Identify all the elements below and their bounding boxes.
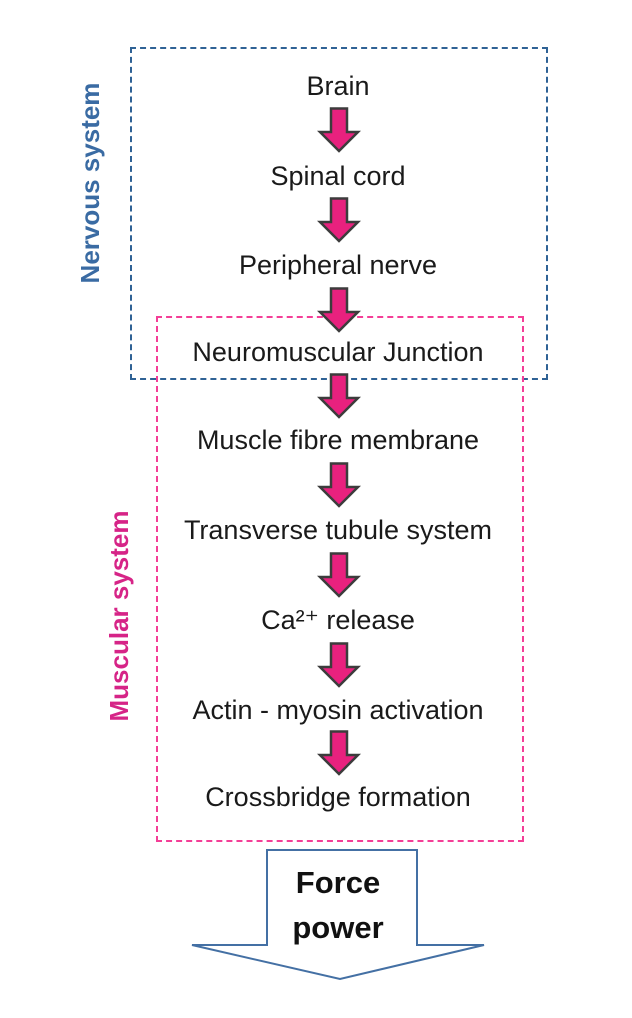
down-arrow-icon xyxy=(317,462,361,508)
power-line: power xyxy=(292,910,384,945)
down-arrow-icon xyxy=(317,107,361,153)
down-arrow-icon xyxy=(317,287,361,333)
flow-node-brain: Brain xyxy=(306,71,370,101)
flow-node-spinal-cord: Spinal cord xyxy=(270,161,406,191)
down-arrow-icon xyxy=(317,373,361,419)
force-line: Force xyxy=(295,865,381,900)
flow-node-actin-myosin: Actin - myosin activation xyxy=(192,695,484,725)
force-power-arrow-icon xyxy=(190,848,486,984)
flow-node-ca-release: Ca²⁺ release xyxy=(261,605,415,635)
flow-node-muscle-fibre-membrane: Muscle fibre membrane xyxy=(196,425,480,455)
force-power-label: Force power xyxy=(190,860,486,950)
down-arrow-icon xyxy=(317,552,361,598)
flow-node-transverse-tubule: Transverse tubule system xyxy=(183,515,493,545)
flow-node-crossbridge: Crossbridge formation xyxy=(205,782,471,812)
flow-node-peripheral-nerve: Peripheral nerve xyxy=(238,250,438,280)
down-arrow-icon xyxy=(317,197,361,243)
nervous-system-label: Nervous system xyxy=(75,82,105,284)
down-arrow-icon xyxy=(317,642,361,688)
flow-node-neuromuscular-junction: Neuromuscular Junction xyxy=(192,337,484,367)
down-arrow-icon xyxy=(317,730,361,776)
